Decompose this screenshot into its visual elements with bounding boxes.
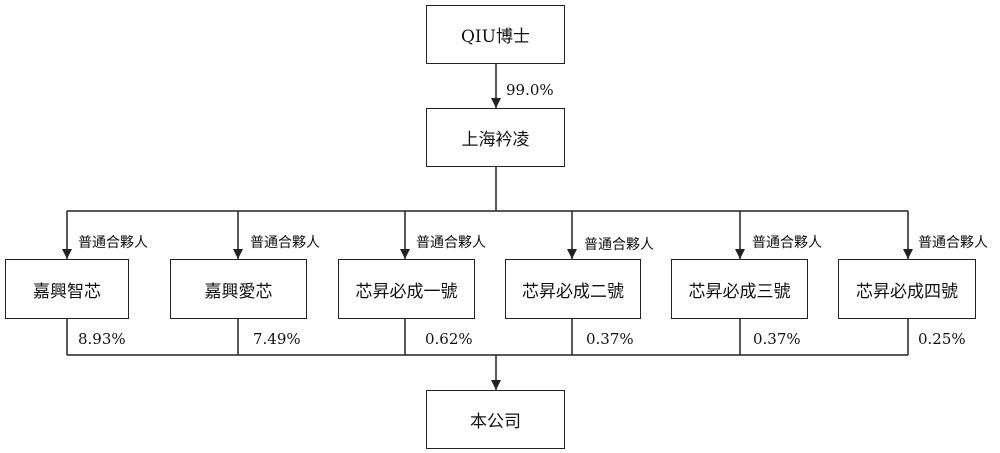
entity-name-partner-1: 嘉興智芯 xyxy=(33,281,101,302)
percent-label-partner-1: 8.93% xyxy=(78,330,126,348)
percent-label-partner-4: 0.37% xyxy=(586,330,634,348)
partner-role-label-2: 普通合夥人 xyxy=(250,235,320,251)
percent-label-qiu: 99.0% xyxy=(506,81,554,99)
partner-role-label-1: 普通合夥人 xyxy=(78,235,148,251)
entity-name-partner-5: 芯昇必成三號 xyxy=(688,281,791,302)
partner-role-label-3: 普通合夥人 xyxy=(416,235,486,251)
partner-role-label-5: 普通合夥人 xyxy=(752,235,822,251)
entity-box-qiu: QIU博士 xyxy=(426,5,565,64)
entity-box-shanghai-jinling: 上海衿凌 xyxy=(426,108,565,167)
entity-box-partner-3: 芯昇必成一號 xyxy=(338,259,475,319)
percent-label-partner-6: 0.25% xyxy=(918,330,966,348)
entity-box-company: 本公司 xyxy=(426,390,565,449)
entity-name-partner-3: 芯昇必成一號 xyxy=(355,281,458,302)
partner-role-label-6: 普通合夥人 xyxy=(918,235,988,251)
entity-name-partner-4: 芯昇必成二號 xyxy=(522,281,624,302)
entity-box-partner-5: 芯昇必成三號 xyxy=(671,259,808,319)
entity-box-partner-2: 嘉興愛芯 xyxy=(170,259,307,319)
entity-name-company: 本公司 xyxy=(470,412,521,432)
entity-name-partner-6: 芯昇必成四號 xyxy=(856,281,958,302)
percent-label-partner-2: 7.49% xyxy=(253,330,301,348)
percent-label-partner-3: 0.62% xyxy=(425,330,473,348)
entity-name-partner-2: 嘉興愛芯 xyxy=(204,281,273,302)
entity-box-partner-4: 芯昇必成二號 xyxy=(505,259,641,319)
entity-name-qiu: QIU博士 xyxy=(461,27,530,47)
entity-box-partner-6: 芯昇必成四號 xyxy=(838,259,976,319)
entity-name-shanghai-jinling: 上海衿凌 xyxy=(461,130,530,150)
entity-box-partner-1: 嘉興智芯 xyxy=(5,259,129,319)
partner-role-label-4: 普通合夥人 xyxy=(584,237,654,253)
percent-label-partner-5: 0.37% xyxy=(753,330,801,348)
